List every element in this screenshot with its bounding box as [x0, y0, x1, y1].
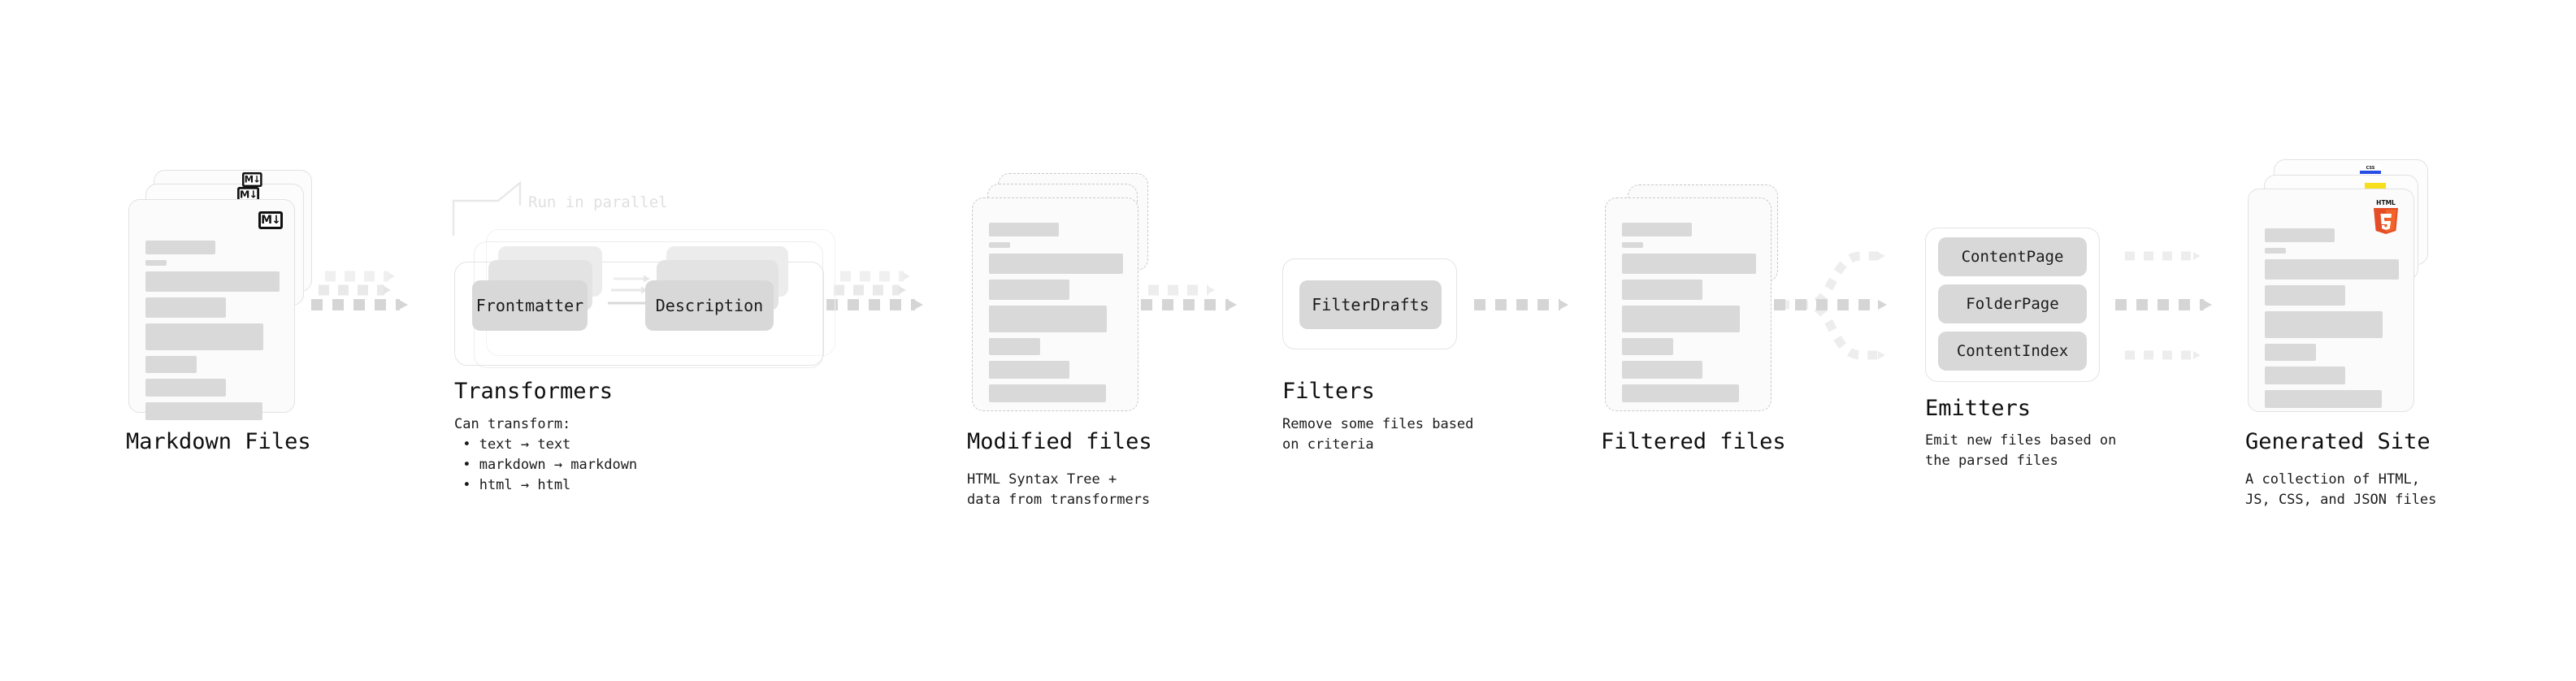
emitters-group: [1925, 228, 2100, 382]
filtered-files-title: Filtered files: [1601, 429, 1786, 454]
modified-files-title: Modified files: [967, 429, 1152, 454]
chip-folderpage[interactable]: FolderPage: [1938, 284, 2087, 323]
svg-text:HTML: HTML: [2376, 199, 2396, 206]
css-badge-label: CSS: [2366, 166, 2375, 171]
run-in-parallel-note: Run in parallel: [528, 193, 668, 211]
emitters-subtitle: Emit new files based on the parsed files: [1925, 432, 2117, 469]
chip-frontmatter[interactable]: Frontmatter: [472, 280, 588, 331]
chip-description[interactable]: Description: [645, 280, 774, 331]
filtered-placeholder-lines: [1622, 223, 1756, 408]
md-badge-front: M↓: [258, 211, 283, 229]
chip-contentpage[interactable]: ContentPage: [1938, 237, 2087, 276]
transformers-title: Transformers: [454, 379, 614, 404]
filters-subtitle: Remove some files based on criteria: [1282, 416, 1474, 453]
site-card-front: HTML: [2248, 189, 2414, 412]
connector-modified-to-filters: [1141, 284, 1237, 310]
chip-contentindex[interactable]: ContentIndex: [1938, 332, 2087, 371]
html5-badge: HTML: [2370, 197, 2402, 234]
css-badge: CSS: [2360, 164, 2381, 174]
modified-placeholder-lines: [989, 223, 1123, 408]
md-badge-back: M↓: [242, 172, 262, 188]
markdown-files-title: Markdown Files: [126, 429, 311, 454]
chip-filterdrafts[interactable]: FilterDrafts: [1299, 280, 1442, 329]
connector-transformers-to-modified: [826, 271, 923, 310]
generated-site-title: Generated Site: [2245, 429, 2431, 454]
run-in-parallel-bracket: [452, 180, 522, 236]
connector-md-to-transformers: [311, 271, 408, 310]
markdown-card-front: M↓: [128, 199, 295, 420]
generated-site-subtitle: A collection of HTML, JS, CSS, and JSON …: [2245, 471, 2437, 508]
modified-card-front: [972, 197, 1138, 411]
connector-filtered-to-emitters: [1774, 251, 1887, 360]
modified-files-subtitle: HTML Syntax Tree + data from transformer…: [967, 471, 1151, 508]
filters-title: Filters: [1282, 379, 1375, 404]
site-placeholder-lines: [2265, 228, 2399, 414]
transformers-subtitle: Can transform: • text → text • markdown …: [454, 416, 638, 493]
connector-emitters-to-site: [2115, 251, 2212, 360]
filtered-card-front: [1605, 197, 1772, 411]
markdown-placeholder-lines: [145, 241, 280, 426]
css-badge-bar: [2360, 171, 2381, 174]
emitters-title: Emitters: [1925, 396, 2032, 421]
transformers-group-front: [454, 262, 824, 366]
filters-group: [1282, 258, 1457, 349]
